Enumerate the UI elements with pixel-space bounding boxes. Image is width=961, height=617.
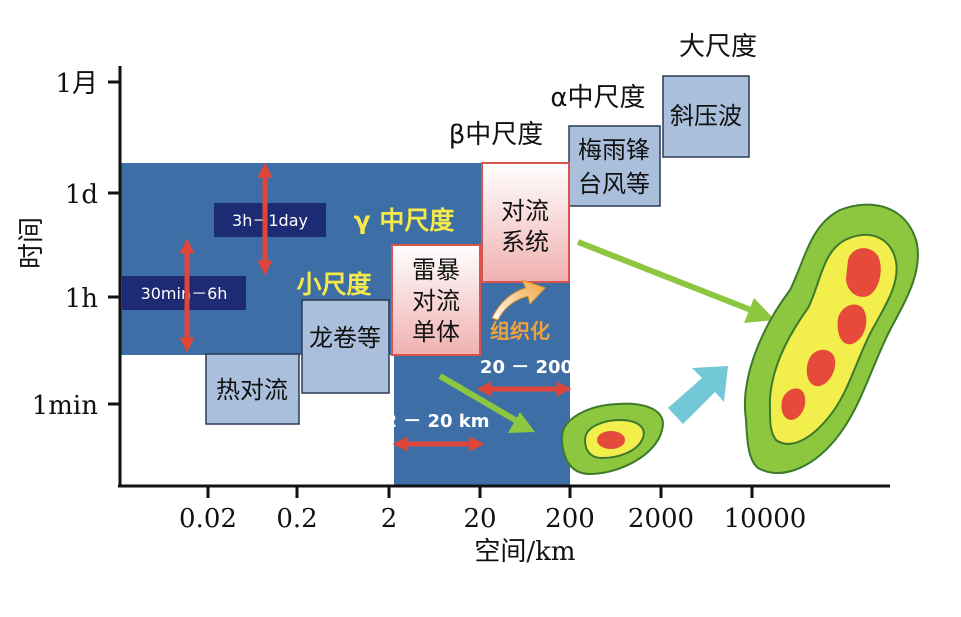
organize-arrow-icon xyxy=(491,279,546,321)
storm-cell-box xyxy=(391,244,481,356)
storm-label-3: 单体 xyxy=(412,318,460,346)
range-200-label: 20 － 200 km xyxy=(480,357,610,378)
organize-label: 组织化 xyxy=(490,319,550,343)
x-tick-label: 20 xyxy=(463,504,496,534)
convective-system-label-2: 系统 xyxy=(501,228,549,256)
range-20-label: 2 － 20 km xyxy=(384,411,489,432)
typhoon-label: 台风等 xyxy=(578,170,650,198)
duration-small-text: 30min－6h xyxy=(141,284,228,303)
small-storm-blob xyxy=(560,402,664,476)
meso-beta-label: β中尺度 xyxy=(449,120,544,150)
meiyu-typhoon-box xyxy=(568,125,661,207)
large-storm-blob xyxy=(744,203,919,474)
meiyu-front-label: 梅雨锋 xyxy=(578,136,650,164)
storm-label-1: 雷暴 xyxy=(412,256,460,284)
x-tick-label: 2000 xyxy=(628,504,694,534)
green-arrow-large xyxy=(576,239,775,323)
baroclinic-wave-box xyxy=(662,75,750,158)
x-tick-label: 200 xyxy=(545,504,595,534)
duration-gamma-text: 3h－1day xyxy=(232,211,308,230)
storm-label-2: 对流 xyxy=(412,287,460,315)
tornado-box xyxy=(301,299,390,394)
large-scale-label: 大尺度 xyxy=(679,32,757,62)
meso-alpha-label: α中尺度 xyxy=(550,83,645,113)
y-tick-label: 1d xyxy=(65,180,98,210)
x-tick-label: 10000 xyxy=(724,504,807,534)
cyan-growth-arrow xyxy=(668,366,728,424)
tornado-label: 龙卷等 xyxy=(309,324,381,352)
green-arrow-small xyxy=(438,373,535,433)
convective-system-label-1: 对流 xyxy=(501,197,549,225)
x-tick-label: 0.02 xyxy=(179,504,237,534)
y-tick-label: 1min xyxy=(32,391,99,421)
y-tick-label: 1月 xyxy=(55,69,98,99)
x-tick-label: 0.2 xyxy=(276,504,317,534)
axes xyxy=(108,66,890,498)
x-tick-label: 2 xyxy=(381,504,398,534)
thermal-convection-label: 热对流 xyxy=(216,376,288,404)
y-axis-title: 时间 xyxy=(17,217,47,269)
small-scale-label: 小尺度 xyxy=(296,270,371,299)
x-axis-title: 空间/km xyxy=(474,537,575,567)
baroclinic-wave-label: 斜压波 xyxy=(670,102,742,130)
thermal-convection-box xyxy=(205,353,300,425)
y-tick-label: 1h xyxy=(65,284,99,314)
meso-gamma-label: γ 中尺度 xyxy=(354,206,455,235)
convective-system-box xyxy=(481,162,570,283)
